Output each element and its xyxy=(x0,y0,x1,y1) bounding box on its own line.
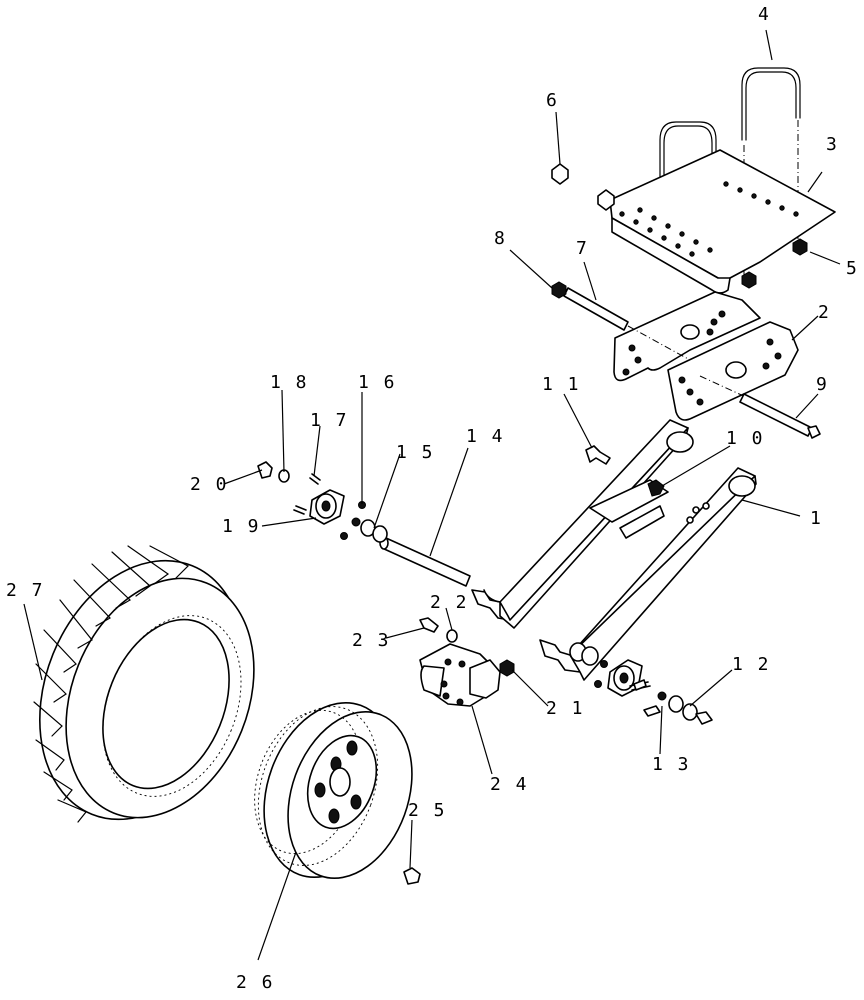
callout-part-10: 1 0 xyxy=(726,428,765,449)
callout-part-25: 2 5 xyxy=(408,800,447,821)
callout-part-20: 2 0 xyxy=(190,474,229,495)
bracket-part-2 xyxy=(613,291,799,421)
bolt-part-9 xyxy=(699,375,821,439)
callout-part-13: 1 3 xyxy=(652,754,691,775)
callout-part-19: 1 9 xyxy=(222,516,261,537)
arm-frame-part-1 xyxy=(471,419,757,681)
callout-part-22: 2 2 xyxy=(430,592,469,613)
callout-part-21: 2 1 xyxy=(546,698,585,719)
rim-part-26 xyxy=(254,702,413,880)
callout-part-23: 2 3 xyxy=(352,630,391,651)
callout-part-6: 6 xyxy=(546,90,559,111)
nut-part-21 xyxy=(499,659,515,677)
leader-lines xyxy=(23,29,841,961)
wheel-hub-part-24 xyxy=(419,643,501,707)
callout-part-15: 1 5 xyxy=(396,442,435,463)
callout-part-26: 2 6 xyxy=(236,972,275,993)
callout-labels: 4 6 3 5 8 7 2 9 1 0 1 1 1 1 2 1 3 1 4 1 … xyxy=(6,4,859,993)
bolt-part-11 xyxy=(585,445,611,465)
callout-part-17: 1 7 xyxy=(310,410,349,431)
callout-part-12: 1 2 xyxy=(732,654,771,675)
callout-part-1: 1 xyxy=(810,508,823,529)
callout-part-9: 9 xyxy=(816,374,829,395)
lug-bolt-part-25 xyxy=(403,867,421,885)
callout-part-2: 2 xyxy=(818,302,831,323)
bolt-part-20 xyxy=(257,461,273,479)
bolt-part-23 xyxy=(419,617,439,633)
callout-part-27: 2 7 xyxy=(6,580,45,601)
callout-part-14: 1 4 xyxy=(466,426,505,447)
tire-part-27 xyxy=(33,545,255,823)
callout-part-7: 7 xyxy=(576,238,589,259)
callout-part-24: 2 4 xyxy=(490,774,529,795)
callout-part-11: 1 1 xyxy=(542,374,581,395)
nut-part-8 xyxy=(551,281,567,299)
washer-part-22 xyxy=(446,629,458,643)
mounting-plate-part-3 xyxy=(609,149,836,294)
washer-part-12 xyxy=(657,691,713,725)
hub-part-13 xyxy=(569,642,661,717)
callout-part-5: 5 xyxy=(846,258,859,279)
callout-part-16: 1 6 xyxy=(358,372,397,393)
callout-part-8: 8 xyxy=(494,228,507,249)
callout-part-4: 4 xyxy=(758,4,771,25)
callout-part-18: 1 8 xyxy=(270,372,309,393)
axle-tube-part-14 xyxy=(379,536,471,587)
washers-part-15 xyxy=(340,501,388,543)
nut-part-5 xyxy=(741,238,808,289)
bolt-part-6 xyxy=(551,163,615,211)
callout-part-3: 3 xyxy=(826,134,839,155)
hub-part-19 xyxy=(293,473,345,525)
